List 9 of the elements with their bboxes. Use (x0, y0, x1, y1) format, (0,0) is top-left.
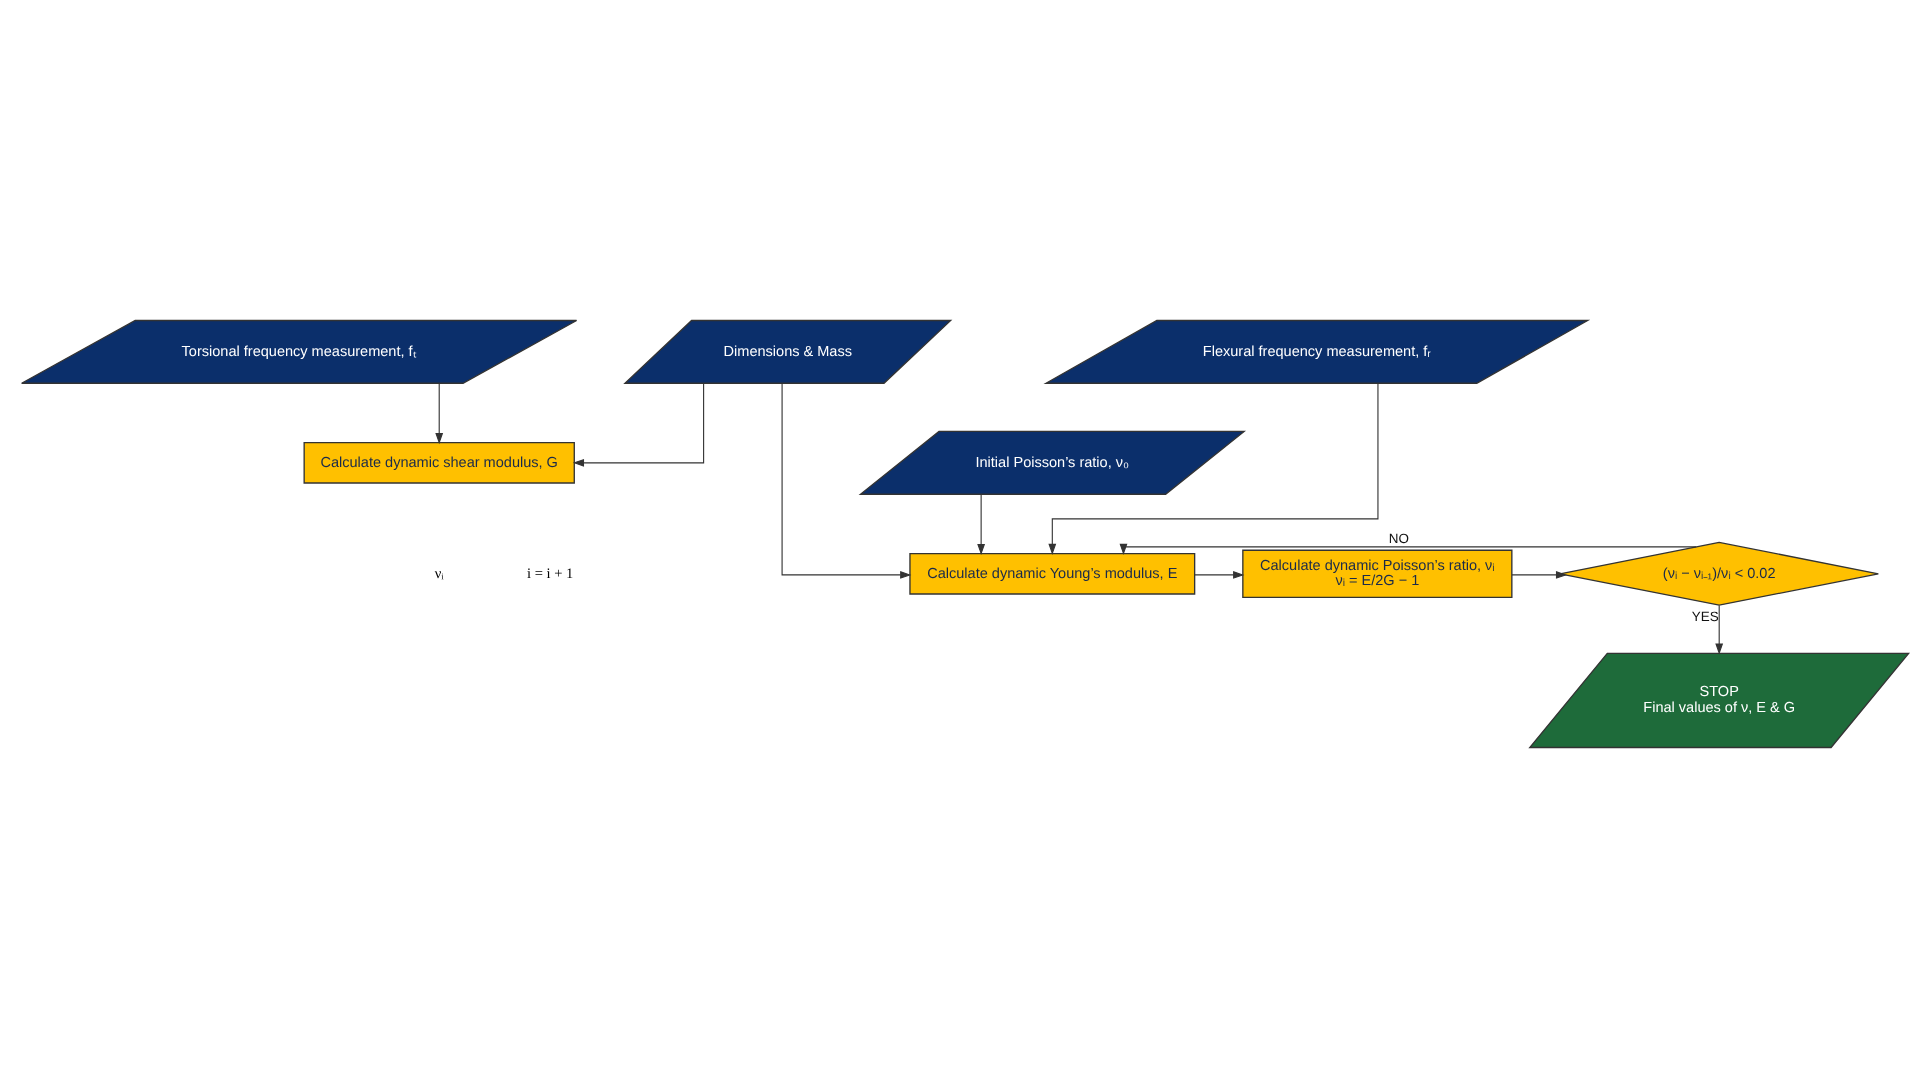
arrow (435, 381, 444, 444)
arrow (1511, 570, 1568, 578)
arrow (1194, 570, 1245, 578)
arrow (781, 381, 912, 578)
arrow (1715, 603, 1724, 654)
arrow (977, 492, 986, 555)
arrow (572, 381, 705, 466)
arrow (1048, 381, 1379, 555)
arrow (1119, 542, 1697, 555)
